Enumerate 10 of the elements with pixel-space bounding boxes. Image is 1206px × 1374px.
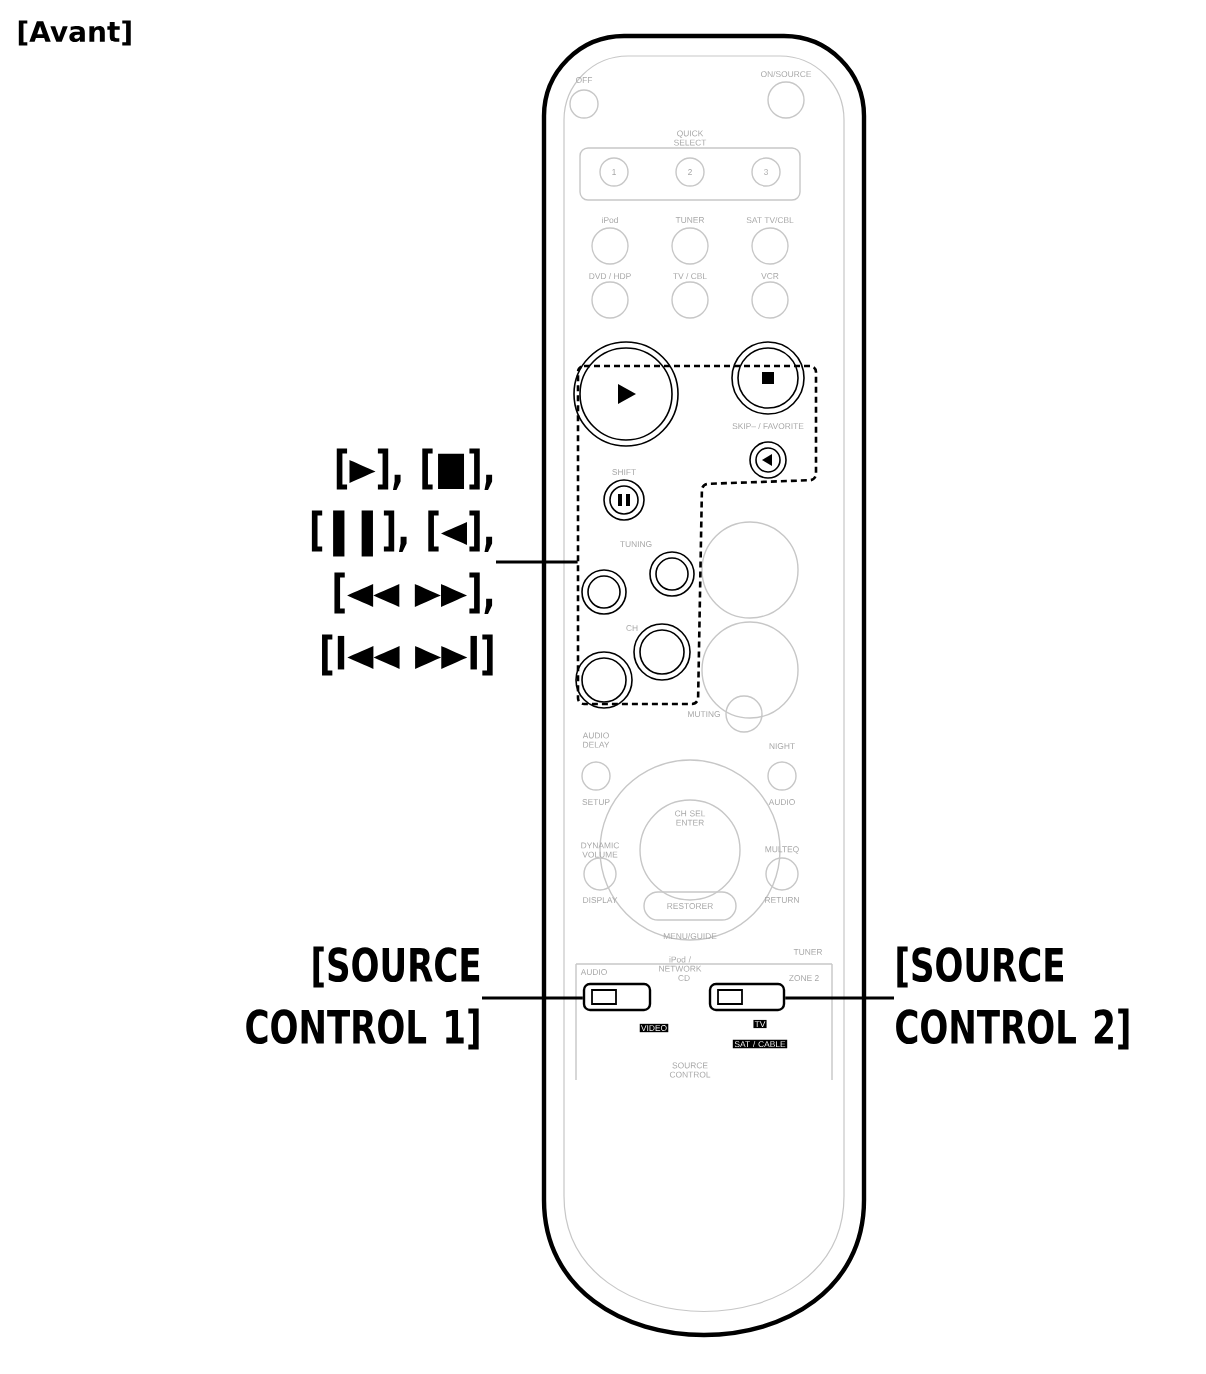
callout-text: [SOURCE CONTROL 2] — [896, 946, 1129, 1050]
dashed-outline — [576, 364, 818, 706]
callout-text: [SOURCE CONTROL 1] — [246, 946, 480, 1050]
title: [Avant] — [18, 20, 131, 46]
slide-switch — [582, 982, 652, 1012]
callout-text: [►], [■], [❚❚], [◄], [◄◄ ►►], [I◄◄ ►►I] — [311, 448, 493, 676]
leader-line — [482, 996, 583, 1000]
slide-switch — [708, 982, 786, 1012]
leader-line — [496, 560, 578, 564]
leader-line — [785, 996, 894, 1000]
